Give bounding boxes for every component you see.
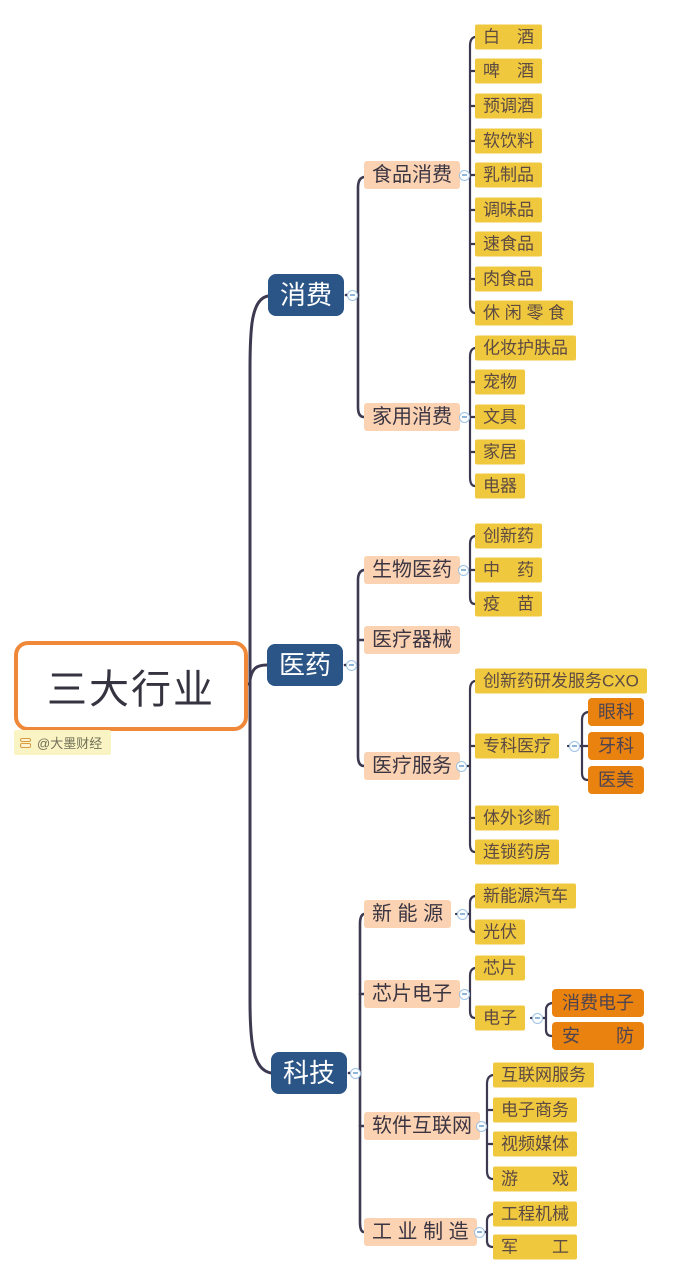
topic-video-media[interactable]: 视频媒体: [493, 1131, 577, 1157]
topic-consumer-electronics[interactable]: 消费电子: [552, 989, 644, 1017]
branch-pharma[interactable]: 医药: [267, 644, 344, 686]
minus-icon: [478, 1125, 484, 1127]
minus-icon: [460, 569, 466, 571]
notes-icon: [20, 737, 31, 748]
root-topic[interactable]: 三大行业: [14, 641, 248, 731]
subtopic-food-consumption[interactable]: 食品消费: [364, 161, 460, 189]
subtopic-household-consumption[interactable]: 家用消费: [364, 403, 460, 431]
branch-consumption[interactable]: 消费: [268, 274, 345, 316]
minus-icon: [461, 993, 467, 995]
minus-icon: [459, 913, 465, 915]
subtopic-new-energy[interactable]: 新 能 源: [364, 900, 452, 928]
topic-vaccines[interactable]: 疫 苗: [475, 591, 542, 617]
watermark: @大墨财经: [14, 730, 112, 755]
minus-icon: [534, 1017, 540, 1019]
topic-appliances[interactable]: 电器: [475, 473, 525, 499]
topic-ophthalmology[interactable]: 眼科: [588, 698, 644, 726]
minus-icon: [458, 765, 464, 767]
topic-pharmacy-chain[interactable]: 连锁药房: [475, 839, 559, 865]
subtopic-chip-electronics[interactable]: 芯片电子: [364, 980, 460, 1008]
subtopic-industrial-manufacturing[interactable]: 工 业 制 造: [364, 1218, 477, 1246]
collapse-toggle-food-consumption[interactable]: [458, 169, 470, 181]
topic-photovoltaic[interactable]: 光伏: [475, 919, 525, 945]
collapse-toggle-chip-electronics[interactable]: [458, 988, 470, 1000]
topic-medical-aesthetics[interactable]: 医美: [588, 766, 644, 794]
branch-tech[interactable]: 科技: [271, 1052, 348, 1094]
minus-icon: [461, 174, 467, 176]
topic-nev[interactable]: 新能源汽车: [475, 883, 576, 909]
minus-icon: [349, 294, 355, 296]
topic-innovative-drugs[interactable]: 创新药: [475, 523, 542, 549]
topic-dairy[interactable]: 乳制品: [475, 162, 542, 188]
topic-beer[interactable]: 啤 酒: [475, 58, 542, 84]
topic-construction-machinery[interactable]: 工程机械: [493, 1201, 577, 1227]
collapse-toggle-consumption[interactable]: [346, 289, 358, 301]
minus-icon: [476, 1231, 482, 1233]
minus-icon: [352, 1072, 358, 1074]
topic-security[interactable]: 安 防: [552, 1022, 644, 1050]
topic-pets[interactable]: 宠物: [475, 369, 525, 395]
watermark-label: @大墨财经: [37, 736, 103, 751]
topic-internet-services[interactable]: 互联网服务: [493, 1062, 594, 1088]
topic-electronics[interactable]: 电子: [475, 1005, 525, 1031]
root-connectors: [242, 294, 273, 1075]
minus-icon: [348, 664, 354, 666]
collapse-toggle-household-consumption[interactable]: [458, 411, 470, 423]
topic-premixed-drinks[interactable]: 预调酒: [475, 93, 542, 119]
subtopic-software-internet[interactable]: 软件互联网: [364, 1112, 480, 1140]
collapse-toggle-industrial-manufacturing[interactable]: [473, 1226, 485, 1238]
topic-cosmetics-skincare[interactable]: 化妆护肤品: [475, 335, 576, 361]
topic-gaming[interactable]: 游 戏: [493, 1166, 577, 1192]
topic-cxo-services[interactable]: 创新药研发服务CXO: [475, 668, 647, 694]
collapse-toggle-specialty-care[interactable]: [568, 740, 580, 752]
topic-defense[interactable]: 军 工: [493, 1234, 577, 1260]
topic-meat-products[interactable]: 肉食品: [475, 266, 542, 292]
collapse-toggle-new-energy[interactable]: [456, 908, 468, 920]
collapse-toggle-tech[interactable]: [349, 1067, 361, 1079]
collapse-toggle-software-internet[interactable]: [475, 1120, 487, 1132]
topic-ivd[interactable]: 体外诊断: [475, 805, 559, 831]
collapse-toggle-pharma[interactable]: [345, 659, 357, 671]
topic-tcm[interactable]: 中 药: [475, 557, 542, 583]
topic-condiments[interactable]: 调味品: [475, 197, 542, 223]
topic-chips[interactable]: 芯片: [475, 955, 525, 981]
topic-stationery[interactable]: 文具: [475, 404, 525, 430]
subtopic-medical-devices[interactable]: 医疗器械: [364, 626, 460, 654]
topic-specialty-care[interactable]: 专科医疗: [475, 733, 559, 759]
topic-instant-food[interactable]: 速食品: [475, 231, 542, 257]
minus-icon: [571, 745, 577, 747]
minus-icon: [461, 416, 467, 418]
collapse-toggle-electronics[interactable]: [531, 1012, 543, 1024]
topic-home-furnishing[interactable]: 家居: [475, 439, 525, 465]
collapse-toggle-medical-services[interactable]: [455, 760, 467, 772]
topic-soft-drinks[interactable]: 软饮料: [475, 128, 542, 154]
topic-snacks[interactable]: 休 闲 零 食: [475, 300, 574, 326]
subtopic-biopharma[interactable]: 生物医药: [364, 556, 460, 584]
subtopic-medical-services[interactable]: 医疗服务: [364, 752, 460, 780]
collapse-toggle-biopharma[interactable]: [457, 564, 469, 576]
topic-liquor[interactable]: 白 酒: [475, 24, 542, 50]
topic-ecommerce[interactable]: 电子商务: [493, 1097, 577, 1123]
topic-dental[interactable]: 牙科: [588, 732, 644, 760]
